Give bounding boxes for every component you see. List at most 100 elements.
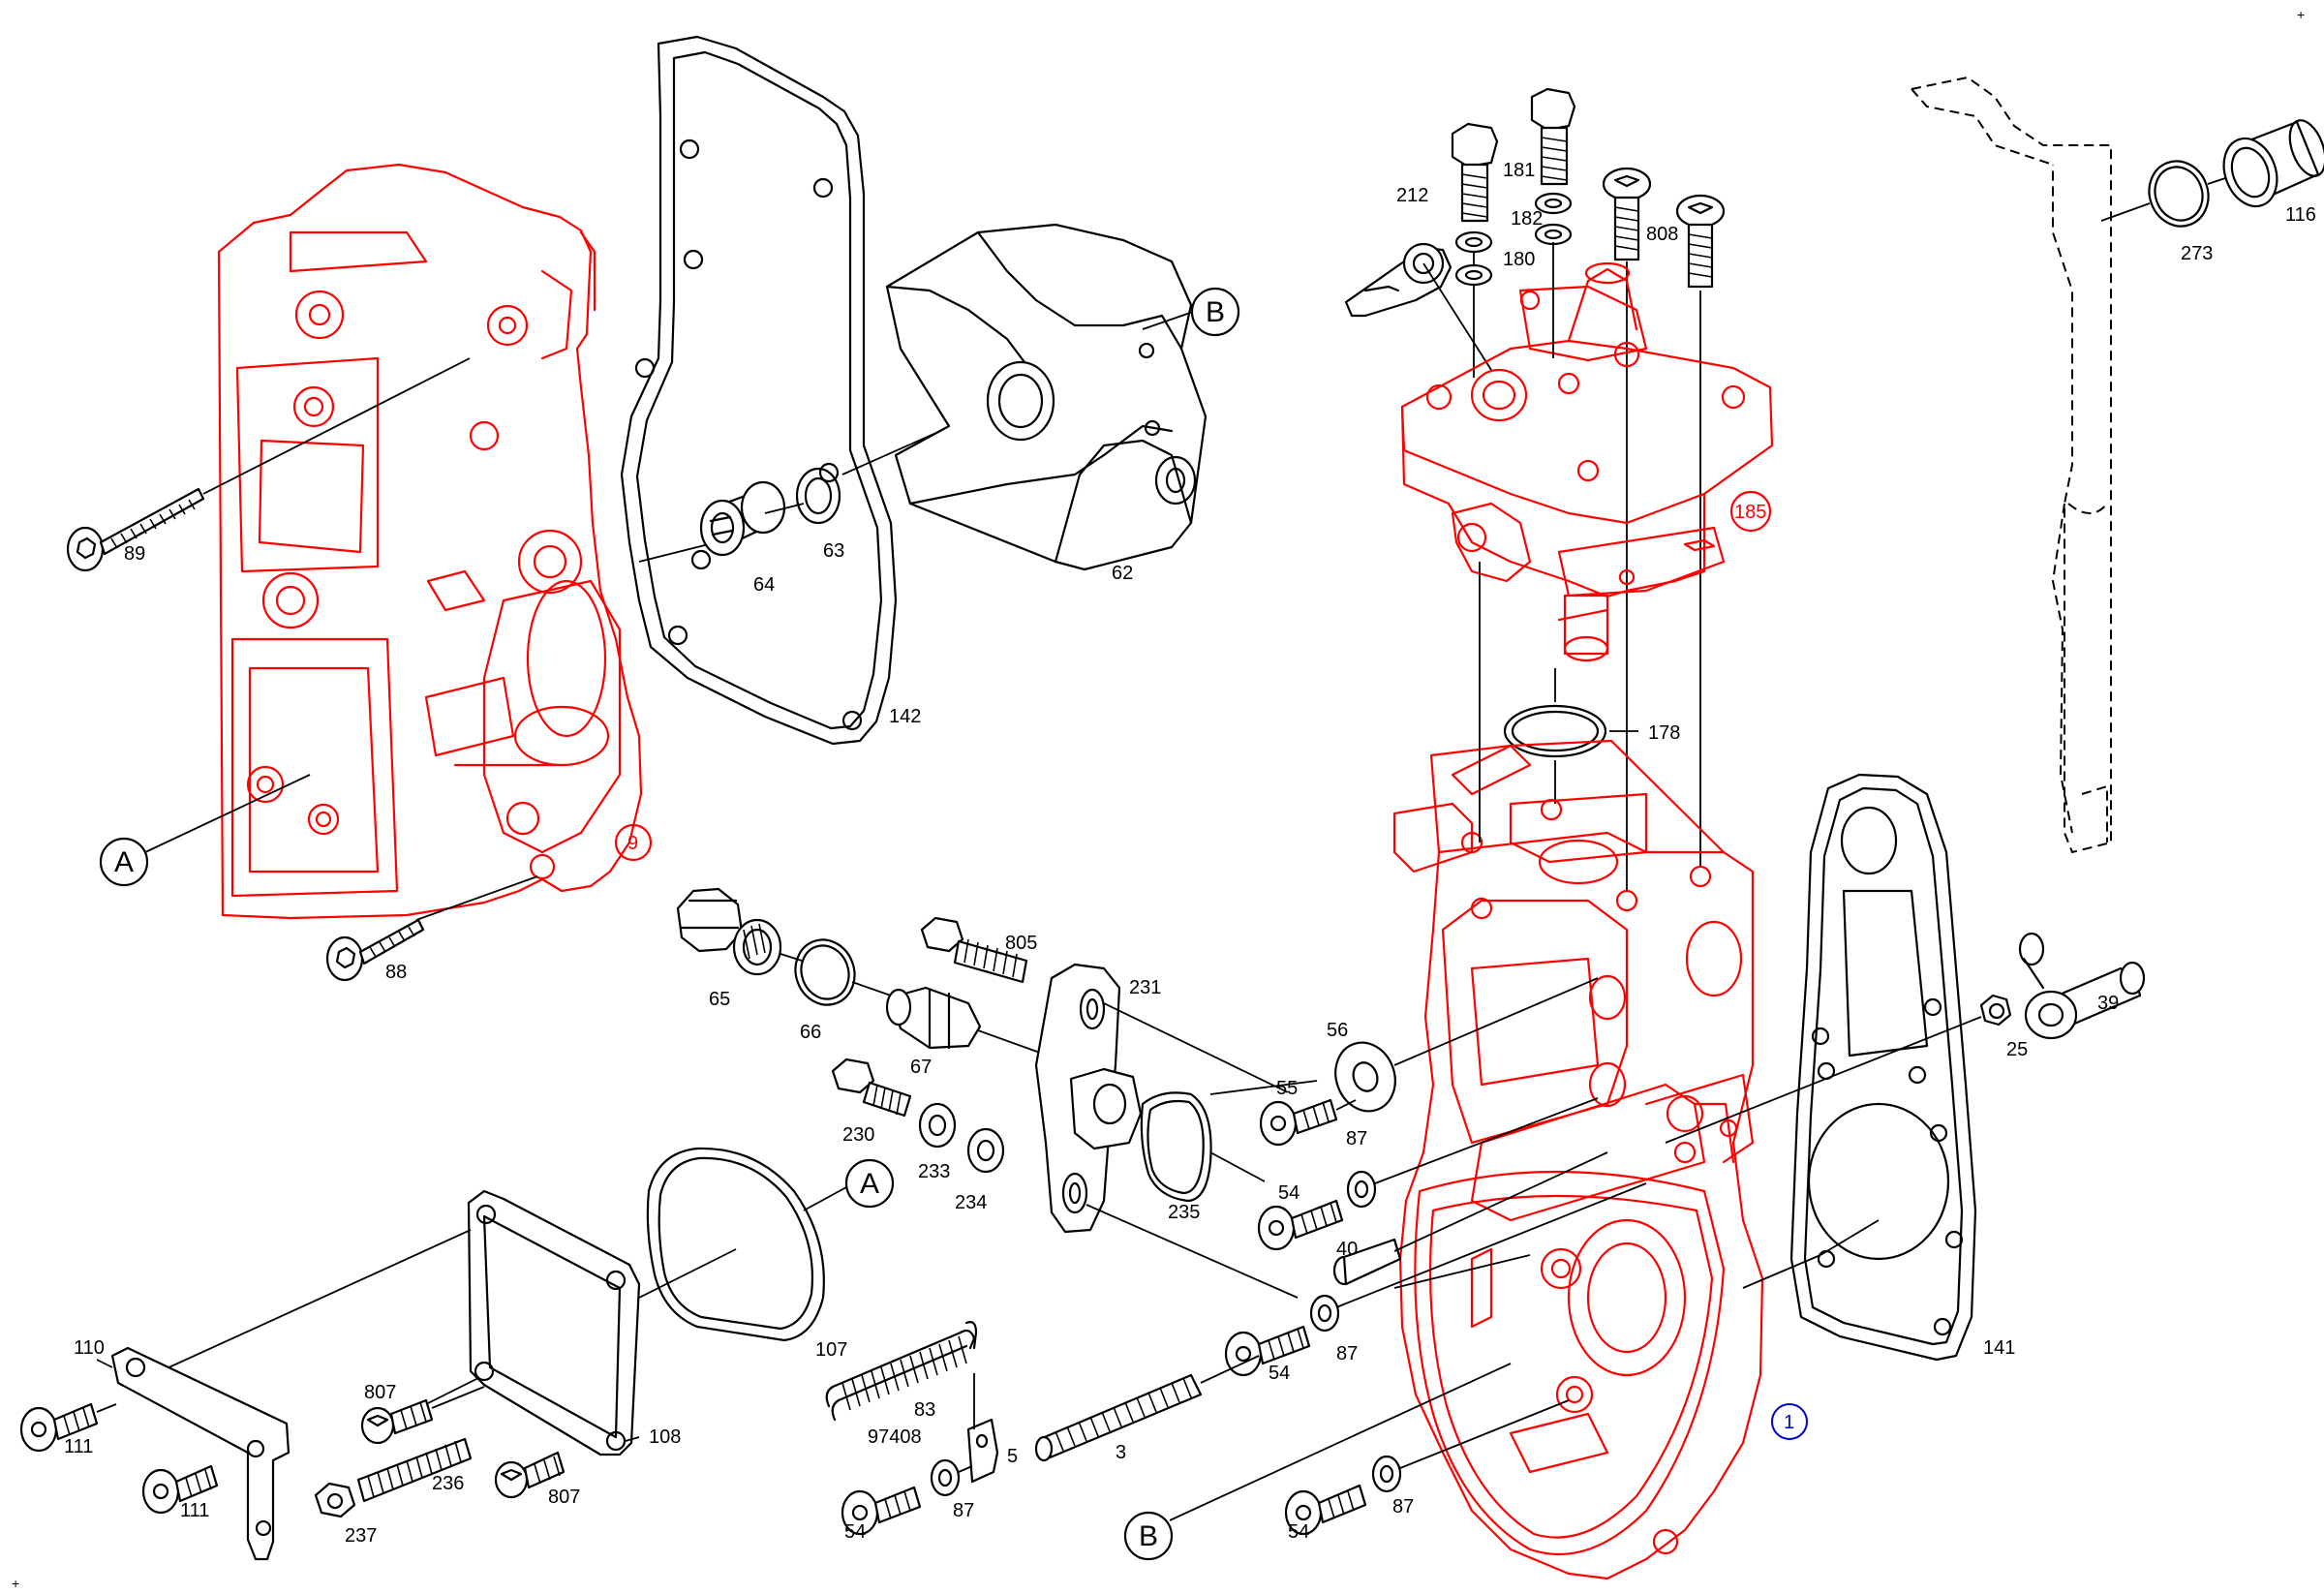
seal-235 — [1140, 1091, 1266, 1203]
label-97408: 97408 — [868, 1426, 922, 1448]
label-141: 141 — [1983, 1337, 2015, 1359]
assembly-label-housing: 1 — [1784, 1412, 1794, 1433]
label-807-lower: 807 — [548, 1487, 580, 1508]
label-111-right: 111 — [180, 1500, 209, 1521]
governor-cover-assembly — [217, 163, 643, 920]
callout-b-bottom — [1123, 1363, 1512, 1561]
callout-b-bottom-text: B — [1139, 1520, 1158, 1552]
o-ring-178 — [1503, 668, 1638, 804]
label-805: 805 — [1005, 933, 1037, 954]
label-233: 233 — [918, 1161, 950, 1182]
label-87-lower-left: 87 — [953, 1500, 974, 1521]
label-178: 178 — [1648, 722, 1680, 744]
label-56: 56 — [1327, 1020, 1348, 1041]
label-212: 212 — [1396, 185, 1428, 206]
assembly-label-top-cover: 185 — [1734, 502, 1766, 523]
label-231: 231 — [1129, 977, 1161, 998]
callout-b-top — [1190, 287, 1240, 337]
label-110: 110 — [74, 1337, 105, 1359]
label-83: 83 — [914, 1399, 935, 1421]
label-87-middle: 87 — [1336, 1343, 1358, 1364]
corner-mark-top-right: + — [2297, 7, 2305, 22]
screw-55 — [1259, 1098, 1357, 1147]
dashed-bracket — [1911, 76, 2112, 854]
screw-111-left — [19, 1402, 117, 1453]
sleeve-64 — [638, 480, 786, 563]
lever-212 — [1344, 242, 1492, 371]
label-236: 236 — [432, 1473, 464, 1494]
screw-807-lower — [494, 1451, 566, 1499]
pin-40 — [1332, 1151, 1608, 1286]
label-235: 235 — [1168, 1202, 1200, 1223]
label-181: 181 — [1503, 160, 1535, 181]
screw-807-upper — [360, 1386, 485, 1445]
label-5: 5 — [1007, 1446, 1018, 1467]
label-808: 808 — [1646, 224, 1678, 245]
label-116: 116 — [2285, 204, 2316, 226]
label-807-upper: 807 — [364, 1382, 396, 1403]
label-55: 55 — [1276, 1078, 1298, 1099]
part-labels: A B A B 9 185 1 89 88 64 63 62 142 212 1… — [12, 7, 2316, 1591]
screw-805 — [920, 916, 1028, 984]
label-63: 63 — [823, 540, 844, 562]
stud-236 — [356, 1437, 473, 1503]
callout-b-top-text: B — [1206, 296, 1225, 328]
gasket-141 — [1742, 773, 1977, 1362]
label-67: 67 — [910, 1057, 932, 1078]
label-87-upper: 87 — [1346, 1128, 1367, 1150]
bracket-62 — [841, 223, 1208, 571]
callout-a-left-text: A — [114, 846, 134, 878]
spring-83 — [825, 1321, 978, 1422]
screw-54-lower-left — [841, 1486, 922, 1536]
washer-87-middle — [1309, 1182, 1647, 1333]
pump-housing-assembly — [1392, 739, 1764, 1580]
bolt-stack-middle — [1530, 87, 1576, 246]
nut-25 — [1665, 994, 2012, 1144]
label-111-left: 111 — [64, 1436, 93, 1457]
label-273: 273 — [2181, 243, 2213, 264]
label-142: 142 — [889, 706, 921, 727]
callout-a-middle-text: A — [860, 1168, 879, 1200]
washer-87-upper — [1346, 1097, 1599, 1209]
washer-87-lower-left — [930, 1458, 973, 1497]
label-62: 62 — [1112, 563, 1133, 584]
callout-a-middle — [803, 1158, 895, 1211]
assembly-label-cover: 9 — [627, 833, 638, 854]
corner-mark-bottom-left: + — [12, 1576, 19, 1591]
callout-a-left — [99, 774, 311, 887]
label-39: 39 — [2097, 993, 2119, 1014]
screw-top-right — [1675, 194, 1726, 867]
label-65: 65 — [709, 989, 730, 1010]
washer-87-lower-right — [1371, 1399, 1570, 1493]
label-182: 182 — [1511, 208, 1543, 230]
bracket-110 — [96, 1346, 290, 1561]
washer-56 — [1334, 977, 1599, 1113]
label-54-upper: 54 — [1278, 1182, 1300, 1204]
label-230: 230 — [842, 1124, 874, 1146]
label-54-lower-right: 54 — [1288, 1521, 1309, 1543]
screw-230 — [831, 1058, 912, 1118]
label-64: 64 — [753, 574, 775, 596]
ring-273 — [2100, 160, 2210, 228]
label-234: 234 — [955, 1192, 987, 1213]
screw-89 — [66, 357, 471, 572]
ring-63 — [764, 467, 841, 525]
label-54-middle: 54 — [1269, 1363, 1290, 1384]
sleeve-116 — [2207, 119, 2324, 208]
label-25: 25 — [2006, 1039, 2028, 1060]
label-40: 40 — [1336, 1239, 1358, 1260]
label-87-lower-right: 87 — [1392, 1496, 1414, 1517]
label-180: 180 — [1503, 249, 1535, 270]
screw-54-upper — [1257, 1199, 1344, 1251]
cover-plate-108 — [164, 1189, 641, 1456]
washer-234 — [966, 1127, 1005, 1174]
label-89: 89 — [124, 543, 145, 565]
label-3: 3 — [1116, 1442, 1126, 1463]
screw-54-lower-right — [1284, 1484, 1367, 1536]
ring-66 — [794, 938, 892, 1006]
washer-233 — [918, 1102, 957, 1149]
label-237: 237 — [345, 1525, 377, 1547]
top-cover-assembly — [1400, 261, 1774, 662]
